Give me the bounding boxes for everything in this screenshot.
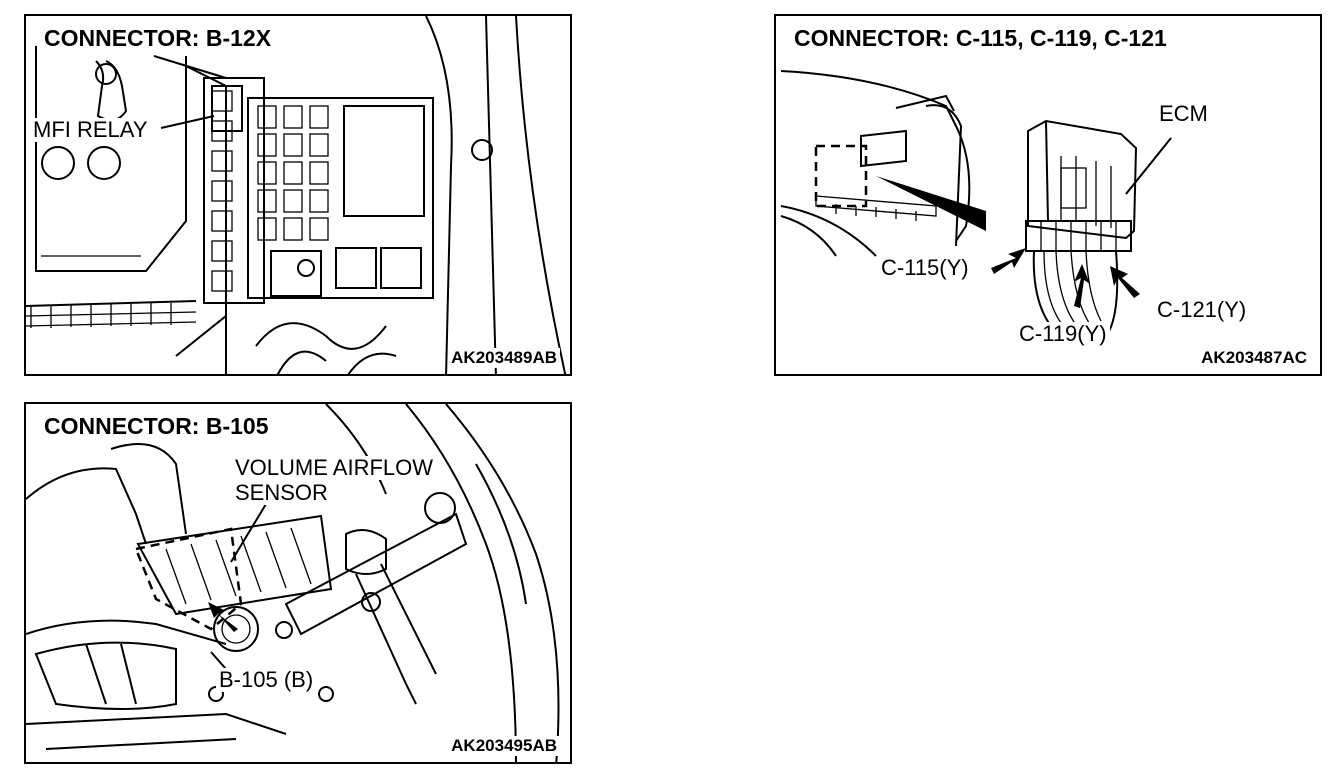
panel-title: CONNECTOR: B-105 [40,412,273,440]
drawing-relay-box [26,16,567,374]
label-c115: C-115(Y) [878,256,972,280]
panel-connector-b12x: CONNECTOR: B-12X MFI RELAY AK203489AB [24,14,572,376]
panel-title: CONNECTOR: B-12X [40,24,276,52]
label-sensor: SENSOR [232,481,331,505]
figure-code: AK203495AB [448,736,560,756]
label-b105: B-105 (B) [216,668,317,692]
label-ecm: ECM [1156,102,1211,126]
label-volume-airflow: VOLUME AIRFLOW [232,456,437,480]
panel-title: CONNECTOR: C-115, C-119, C-121 [790,24,1171,52]
drawing-airflow-sensor [26,404,560,762]
panel-connector-ecm: CONNECTOR: C-115, C-119, C-121 ECM C-115… [774,14,1322,376]
label-c119: C-119(Y) [1016,322,1110,346]
drawing-ecm [780,70,1172,343]
panel-connector-b105: CONNECTOR: B-105 VOLUME AIRFLOW SENSOR B… [24,402,572,764]
label-c121: C-121(Y) [1154,298,1250,322]
figure-code: AK203489AB [448,348,560,368]
figure-code: AK203487AC [1198,348,1310,368]
label-mfi-relay: MFI RELAY [30,118,151,142]
